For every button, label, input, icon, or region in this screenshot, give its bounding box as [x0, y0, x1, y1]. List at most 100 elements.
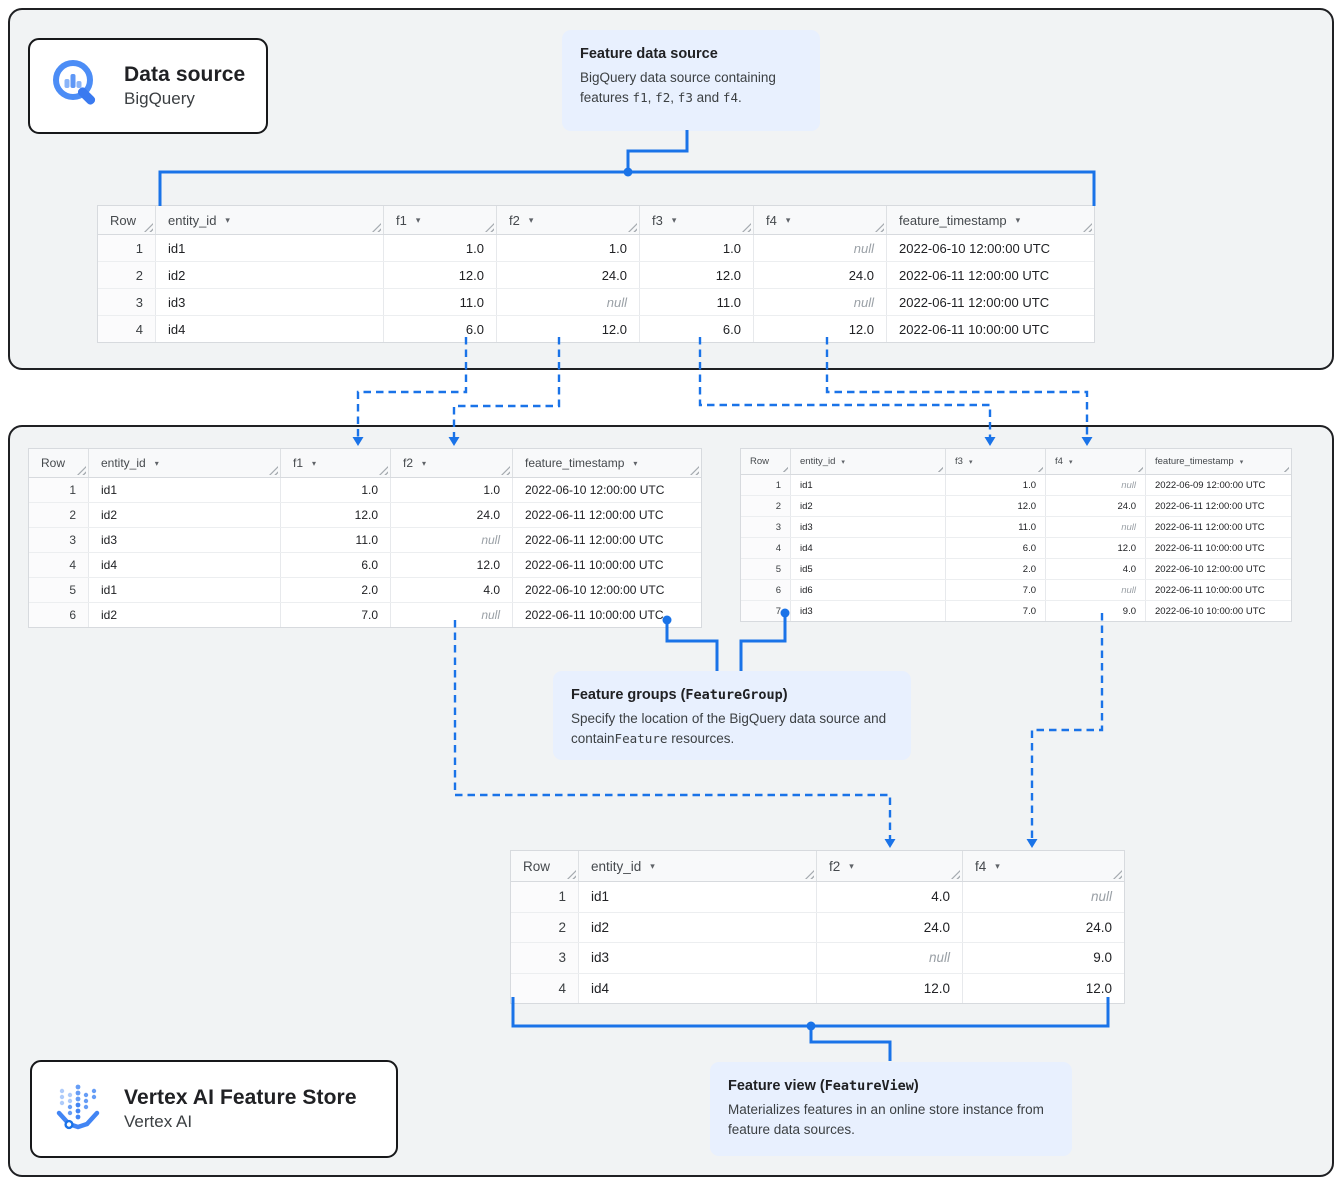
table-cell: 12.0 [1046, 538, 1146, 558]
resize-handle-icon [805, 870, 814, 879]
resize-handle-icon [144, 223, 153, 232]
table-cell: id2 [89, 603, 281, 627]
table-cell: 1.0 [281, 478, 391, 502]
column-label: entity_id [800, 456, 836, 467]
table-cell: 6 [29, 603, 89, 627]
table-cell: 12.0 [1085, 980, 1112, 996]
table-cell: 2 [511, 912, 579, 942]
table-cell: id3 [89, 528, 281, 552]
table-cell: null [754, 289, 887, 315]
table-cell: 2022-06-11 10:00:00 UTC [525, 608, 664, 622]
table-cell: null [391, 603, 513, 627]
data-source-subtitle: BigQuery [124, 89, 195, 108]
column-header-f3: f3▾ [640, 206, 754, 234]
feature-groups-callout: Feature groups (FeatureGroup) Specify th… [553, 671, 911, 760]
table-cell: 12.0 [391, 553, 513, 577]
table-cell: id2 [156, 262, 384, 288]
text-segment: Feature groups ( [571, 687, 686, 703]
table-cell: 7 [741, 601, 791, 621]
column-label: Row [523, 858, 551, 874]
table-cell: 4 [511, 973, 579, 1003]
table-cell: id1 [89, 478, 281, 502]
table-cell: 12.0 [497, 316, 640, 342]
callout-body: Materializes features in an online store… [728, 1100, 1054, 1139]
column-header-feature_timestamp: feature_timestamp▾ [887, 206, 1094, 234]
text-segment: . [738, 89, 742, 105]
table-cell: 2022-06-10 10:00:00 UTC [1155, 605, 1266, 617]
table-cell: 24.0 [754, 262, 887, 288]
table-cell: null [1046, 580, 1146, 600]
feature-store-title: Vertex AI Feature Store [124, 1086, 357, 1109]
sort-dropdown-icon: ▾ [225, 214, 230, 225]
feature-data-source-callout: Feature data source BigQuery data source… [562, 30, 820, 131]
column-label: f4 [766, 212, 777, 228]
column-header-entity_id: entity_id▾ [89, 449, 281, 477]
text-segment: f3 [677, 89, 693, 105]
table-cell: id1 [579, 882, 817, 912]
resize-handle-icon [690, 466, 699, 475]
column-header-feature_timestamp: feature_timestamp▾ [1146, 449, 1291, 474]
column-label: f1 [293, 456, 304, 470]
table-cell: 4 [741, 538, 791, 558]
table-cell: 11.0 [384, 289, 497, 315]
column-header-f4: f4▾ [754, 206, 887, 234]
table-cell: 2022-06-09 12:00:00 UTC [1155, 479, 1266, 491]
table-cell: id3 [791, 601, 946, 621]
table-cell: 3 [741, 517, 791, 537]
bigquery-icon [48, 55, 106, 118]
resize-handle-icon [379, 466, 388, 475]
table-cell: 6.0 [384, 316, 497, 342]
table-cell: 4.0 [817, 882, 963, 912]
column-label: Row [750, 456, 770, 467]
sort-dropdown-icon: ▾ [650, 860, 655, 871]
column-label: feature_timestamp [1155, 456, 1234, 467]
table-cell: id4 [579, 973, 817, 1003]
text-segment: f1 [632, 89, 648, 105]
text-segment: resources. [667, 730, 735, 746]
table-cell: 4 [29, 553, 89, 577]
text-segment: Feature data source [580, 46, 718, 62]
sort-dropdown-icon: ▾ [528, 214, 534, 225]
table-cell: id6 [791, 580, 946, 600]
resize-handle-icon [485, 223, 494, 232]
table-cell: 24.0 [817, 912, 963, 942]
table-cell: 2022-06-11 10:00:00 UTC [1155, 584, 1265, 596]
column-label: f4 [1055, 456, 1063, 467]
feature-store-subtitle: Vertex AI [124, 1112, 193, 1131]
text-segment: FeatureView [824, 1078, 914, 1094]
resize-handle-icon [1036, 465, 1043, 472]
table-cell: 9.0 [1093, 950, 1112, 966]
callout-title: Feature data source [580, 46, 802, 62]
table-cell: 12.0 [946, 496, 1046, 516]
text-segment: ) [782, 687, 788, 703]
table-cell: 1 [98, 235, 156, 261]
table-cell: 12.0 [754, 316, 887, 342]
table-cell: id2 [89, 503, 281, 527]
column-header-Row: Row [29, 449, 89, 477]
table-cell: 2022-06-11 12:00:00 UTC [1155, 500, 1265, 512]
table-cell: 9.0 [1046, 601, 1146, 621]
column-header-entity_id: entity_id▾ [791, 449, 946, 474]
table-cell: 11.0 [281, 528, 391, 552]
column-header-entity_id: entity_id▾ [579, 851, 817, 881]
table-cell: 24.0 [391, 503, 513, 527]
resize-handle-icon [875, 223, 884, 232]
table-cell: 2 [98, 262, 156, 288]
sort-dropdown-icon: ▾ [849, 860, 854, 871]
